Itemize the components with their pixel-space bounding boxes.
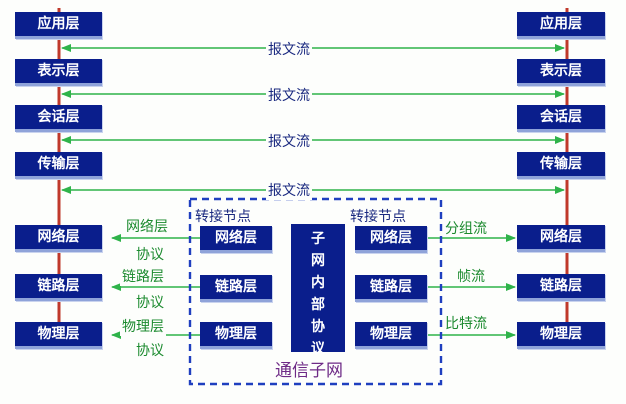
right-application-layer: 应用层 (517, 12, 605, 39)
node-right-network-layer: 网络层 (355, 226, 427, 253)
node-right-physical-layer: 物理层 (355, 322, 427, 349)
message-flow-label: 报文流 (266, 180, 312, 200)
left-transport-layer: 传输层 (15, 152, 102, 179)
left-session-layer: 会话层 (15, 105, 102, 132)
link-protocol-label-line1: 链路层 (120, 266, 166, 286)
internal-protocol-char: 网 (311, 253, 325, 269)
left-presentation-layer: 表示层 (15, 59, 102, 86)
right-session-layer: 会话层 (517, 105, 605, 132)
node-right-link-layer: 链路层 (355, 275, 427, 302)
message-flow-label: 报文流 (266, 85, 312, 105)
message-flow-label: 报文流 (266, 131, 312, 151)
internal-protocol-char: 协 (311, 319, 325, 335)
left-network-layer: 网络层 (15, 225, 102, 252)
physical-protocol-label-line1: 物理层 (120, 316, 166, 336)
left-application-layer: 应用层 (15, 12, 102, 39)
right-link-layer: 链路层 (517, 274, 605, 301)
network-protocol-label-line2: 协议 (136, 247, 164, 263)
link-protocol-label-line2: 协议 (136, 295, 164, 311)
right-physical-layer: 物理层 (517, 322, 605, 349)
packet-flow-label: 分组流 (445, 221, 487, 237)
right-transport-layer: 传输层 (517, 152, 605, 179)
frame-flow-label: 帧流 (457, 269, 485, 285)
node-left-physical-layer: 物理层 (200, 322, 272, 349)
network-protocol-label-line1: 网络层 (124, 216, 170, 236)
internal-protocol-char: 子 (311, 231, 325, 247)
node-left-network-layer: 网络层 (200, 226, 272, 253)
left-link-layer: 链路层 (15, 274, 102, 301)
left-switching-node-title: 转接节点 (195, 209, 251, 225)
internal-protocol-char: 议 (311, 341, 325, 357)
internal-protocol-char: 部 (311, 297, 325, 313)
subnet-internal-protocol-box: 子 网 内 部 协 议 (291, 224, 345, 357)
bit-flow-label: 比特流 (445, 316, 487, 332)
communication-subnet-border (188, 197, 443, 386)
right-switching-node-title: 转接节点 (350, 209, 406, 225)
node-left-link-layer: 链路层 (200, 275, 272, 302)
internal-protocol-char: 内 (311, 275, 325, 291)
left-physical-layer: 物理层 (15, 322, 102, 349)
right-presentation-layer: 表示层 (517, 59, 605, 86)
right-network-layer: 网络层 (517, 225, 605, 252)
physical-protocol-label-line2: 协议 (136, 343, 164, 359)
message-flow-label: 报文流 (266, 39, 312, 59)
communication-subnet-caption: 通信子网 (275, 361, 343, 381)
